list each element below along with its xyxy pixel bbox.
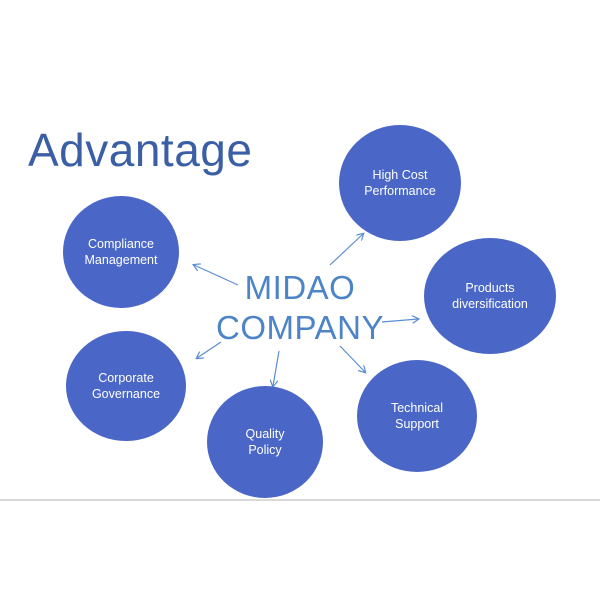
node-high-cost-line2: Performance — [364, 184, 436, 198]
node-corporate-governance: Corporate Governance — [66, 331, 186, 441]
arrow-to-corporate — [197, 341, 222, 358]
connector-arrows — [0, 0, 600, 500]
node-products-line2: diversification — [452, 297, 528, 311]
node-compliance-line2: Management — [84, 253, 158, 267]
node-quality-line2: Policy — [248, 443, 282, 457]
node-high-cost-line1: High Cost — [372, 168, 428, 182]
arrow-to-compliance — [194, 265, 239, 286]
arrow-to-products — [381, 319, 418, 322]
arrow-to-technical — [339, 345, 365, 372]
arrow-to-high-cost — [329, 234, 363, 266]
node-quality-policy: Quality Policy — [207, 386, 323, 498]
node-technical-line2: Support — [395, 417, 439, 431]
page-title: Advantage — [28, 124, 253, 176]
center-label: MIDAO COMPANY — [210, 268, 390, 348]
node-technical-support: Technical Support — [357, 360, 477, 472]
node-corporate-line2: Governance — [91, 387, 161, 401]
node-compliance-management: Compliance Management — [63, 196, 179, 308]
node-corporate-line1: Corporate — [98, 371, 154, 385]
node-products-diversification: Products diversification — [424, 238, 556, 354]
node-products-line1: Products — [465, 281, 515, 295]
arrow-to-quality — [273, 350, 280, 386]
bottom-divider — [0, 499, 600, 501]
diagram-slide: Advantage MIDAO COMPANY Compliance Manag… — [0, 0, 600, 500]
center-label-line1: MIDAO — [244, 269, 356, 306]
node-quality-line1: Quality — [245, 427, 285, 441]
node-technical-line1: Technical — [390, 401, 444, 415]
node-compliance-line1: Compliance — [87, 237, 154, 251]
center-label-line2: COMPANY — [216, 309, 384, 346]
node-high-cost-performance: High Cost Performance — [339, 125, 461, 241]
